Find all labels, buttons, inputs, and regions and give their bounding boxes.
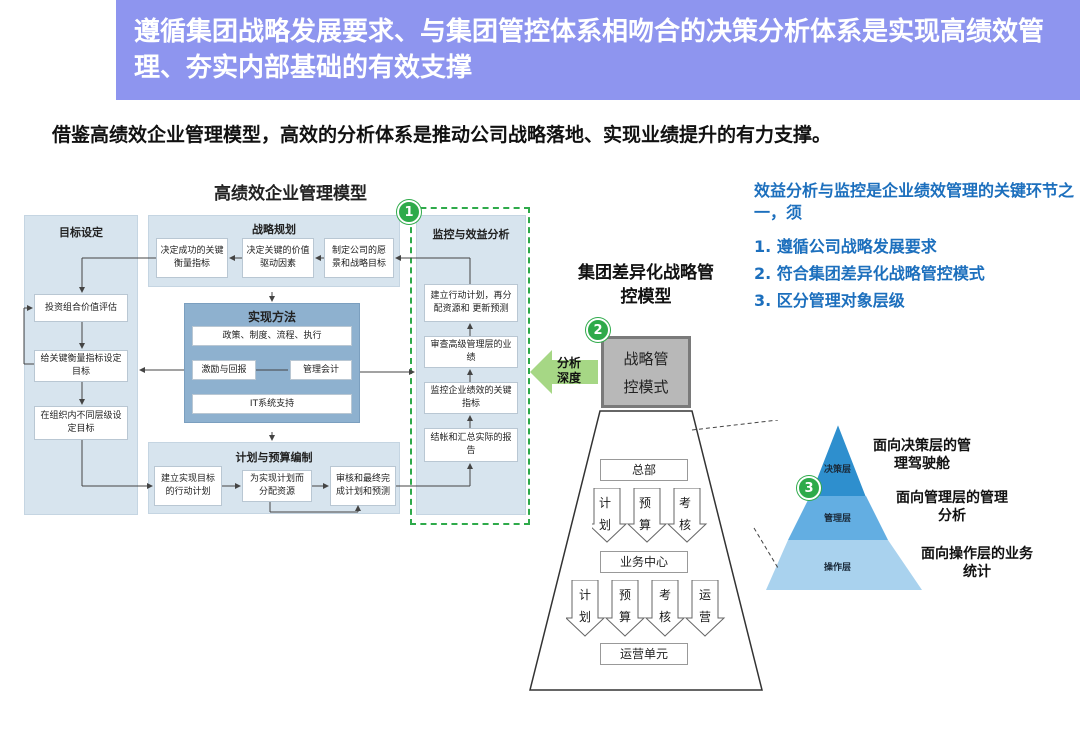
pyramid [766,422,922,590]
badge-1: 1 [397,200,421,224]
right-item-1: 1. 遵循公司战略发展要求 [754,237,937,256]
control-mode-box: 战略管控模式 [601,336,691,408]
pyramid-label-management: 面向管理层的管理分析 [896,490,1008,524]
budget-item: 审核和最终完成计划和预测 [330,466,396,506]
hq-item: 预算 [638,496,651,532]
layer-decision: 决策层 [824,465,852,475]
model-title: 高绩效企业管理模型 [214,184,367,204]
layer-management: 管理层 [824,514,852,524]
page-title: 遵循集团战略发展要求、与集团管控体系相吻合的决策分析体系是实现高绩效管理、夯实内… [134,17,1045,83]
center-box: 业务中心 [600,551,688,573]
center-item: 计划 [578,588,591,624]
header-banner [116,0,1080,100]
budget-item: 为实现计划而分配资源 [242,470,312,502]
budget-title: 计划与预算编制 [235,451,313,464]
badge-2: 2 [586,318,610,342]
center-item: 考核 [658,588,671,624]
method-accounting: 管理会计 [290,360,352,380]
monitor-title: 监控与效益分析 [432,228,510,241]
subtitle: 借鉴高绩效企业管理模型，高效的分析体系是推动公司战略落地、实现业绩提升的有力支撑… [52,124,832,146]
goal-title: 目标设定 [59,226,103,239]
monitor-item: 建立行动计划，再分配资源和 更新预测 [424,284,518,322]
center-item: 预算 [618,588,631,624]
budget-item: 建立实现目标的行动计划 [154,466,222,506]
method-incentive: 激励与回报 [192,360,256,380]
method-title: 实现方法 [247,310,296,324]
goal-item: 给关键衡量指标设定目标 [34,350,128,382]
strategy-title: 战略规划 [252,223,296,236]
leader-lines [691,420,779,569]
analysis-label: 分析深度 [556,356,581,385]
center-arrows [566,580,726,637]
model-connectors [23,255,473,513]
right-heading: 效益分析与监控是企业绩效管理的关键环节之一，须 [754,181,1075,222]
monitor-item: 审查高级管理层的业绩 [424,336,518,368]
monitor-item: 监控企业绩效的关键指标 [424,382,518,414]
pyramid-label-operation: 面向操作层的业务统计 [921,546,1033,580]
hq-box: 总部 [600,459,688,481]
hq-arrows [592,488,708,543]
strategy-item: 决定关键的价值驱动因素 [242,238,314,278]
group-model-title: 集团差异化战略管控模型 [578,263,714,307]
goal-item: 投资组合价值评估 [34,294,128,322]
right-item-3: 3. 区分管理对象层级 [754,291,905,310]
hq-item: 计划 [598,496,611,532]
layer-operation: 操作层 [824,563,852,573]
unit-box: 运营单元 [600,643,688,665]
pyramid-label-decision: 面向决策层的管理驾驶舱 [873,438,971,472]
method-it: IT系统支持 [192,394,352,414]
strategy-item: 制定公司的愿景和战略目标 [324,238,394,278]
strategy-item: 决定成功的关键衡量指标 [156,238,228,278]
monitor-highlight [410,207,530,525]
method-policy: 政策、制度、流程、执行 [192,326,352,346]
badge-3: 3 [797,476,821,500]
goal-item: 在组织内不同层级设定目标 [34,406,128,440]
monitor-item: 结帐和汇总实际的报告 [424,428,518,462]
center-item: 运营 [698,588,711,624]
analysis-arrow-icon [530,350,598,394]
hq-item: 考核 [678,496,691,532]
right-item-2: 2. 符合集团差异化战略管控模式 [754,264,985,283]
